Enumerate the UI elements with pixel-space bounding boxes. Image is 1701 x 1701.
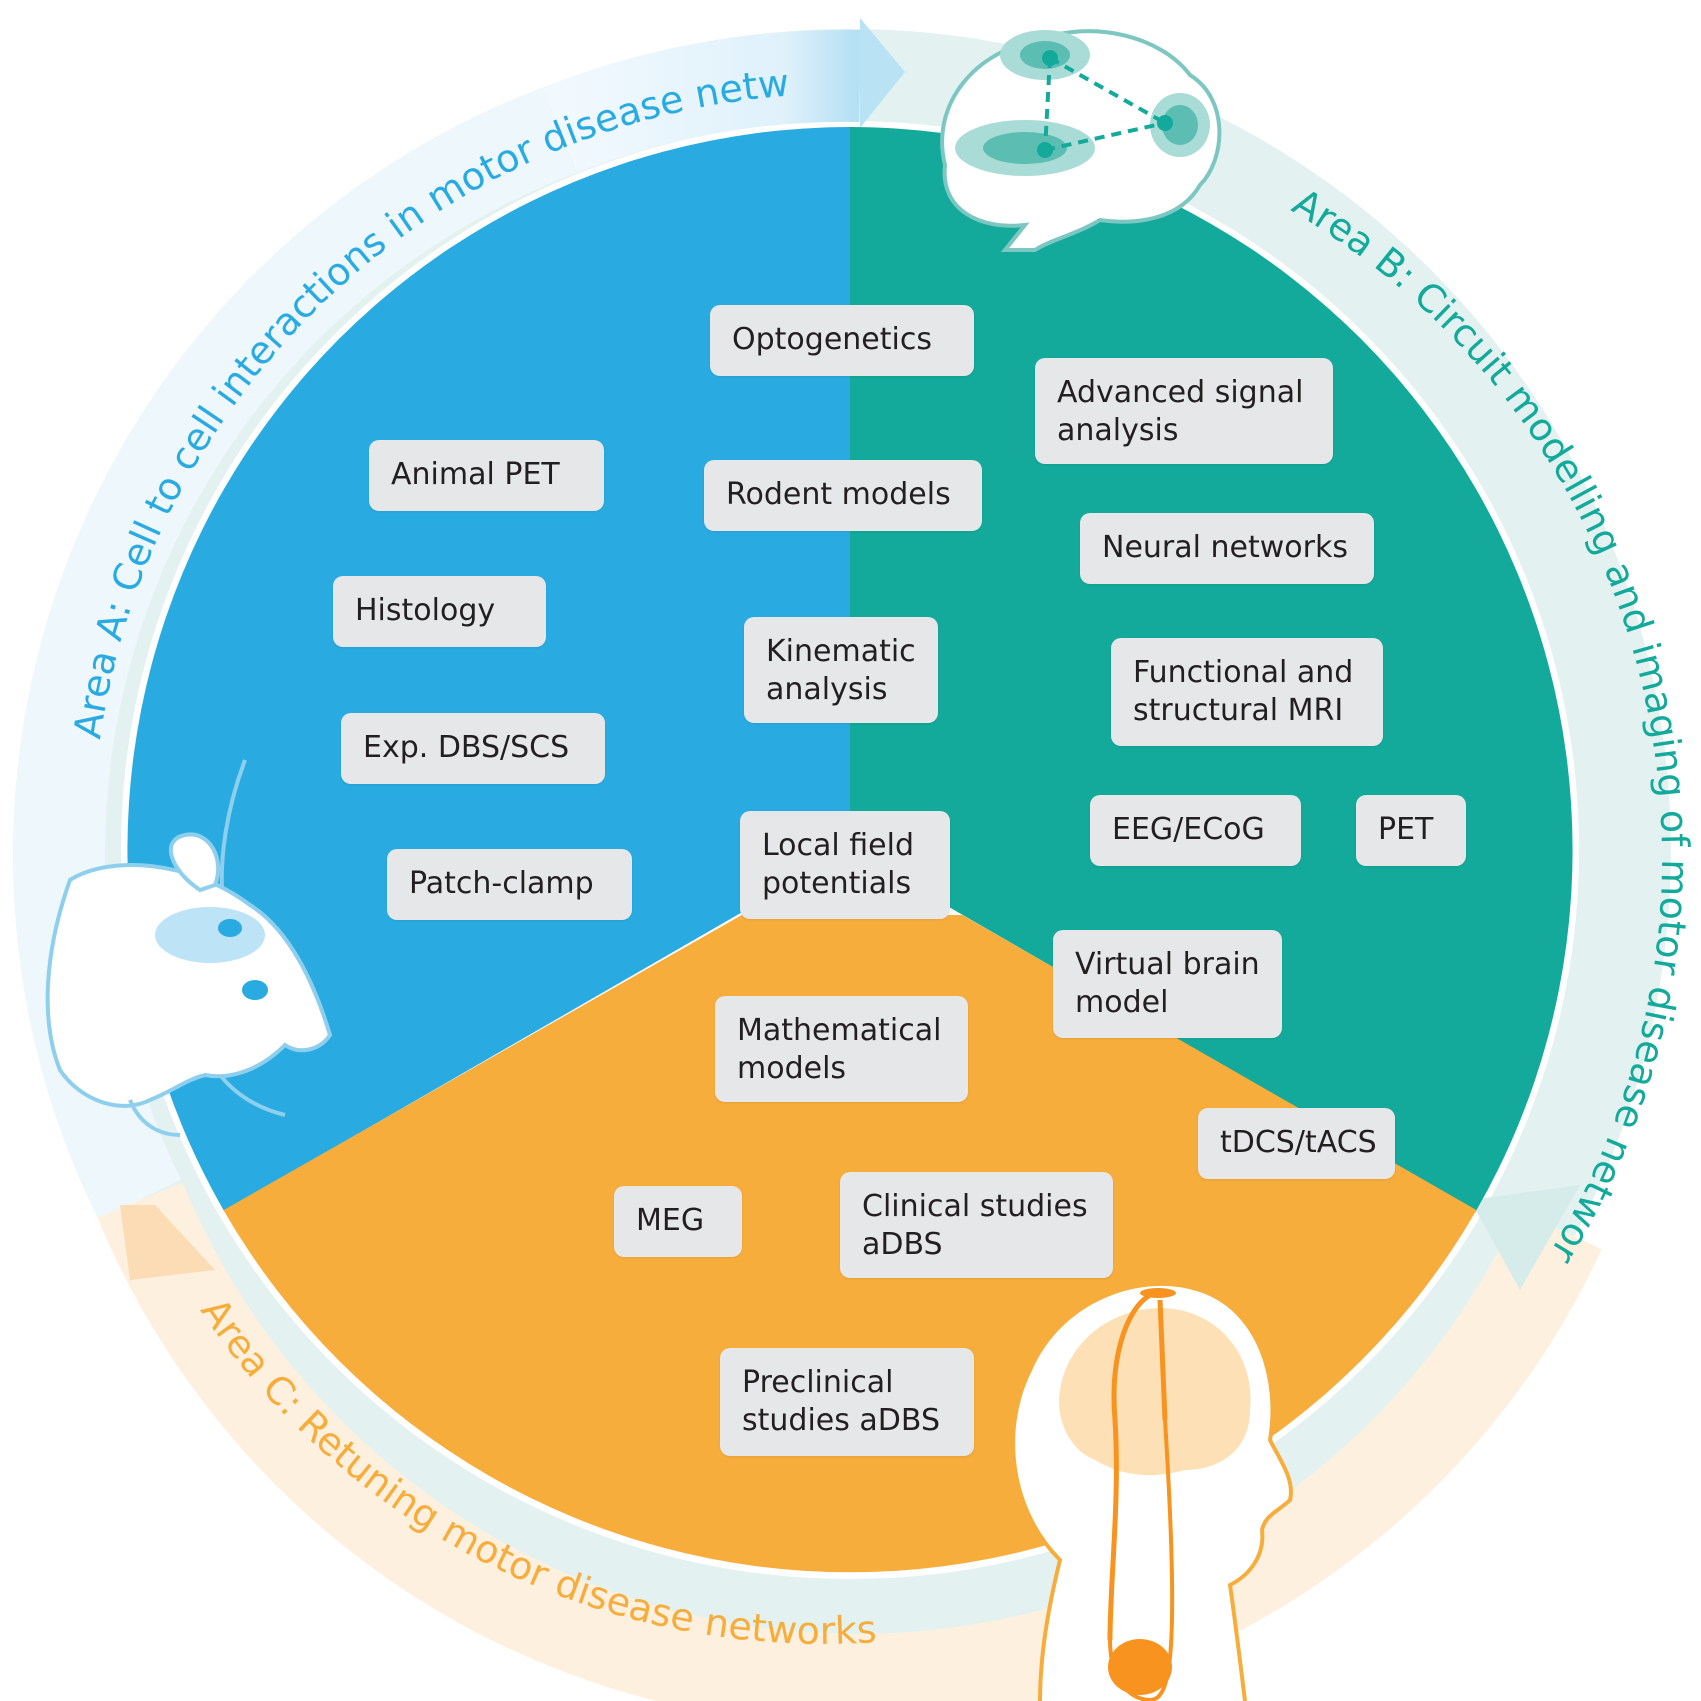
method-label-line: Patch-clamp	[409, 866, 594, 901]
ring-area-c	[97, 1182, 1602, 1701]
method-label-line: Optogenetics	[732, 322, 932, 357]
head-stimulator-icon	[1011, 1281, 1293, 1701]
method-label-line: Rodent models	[726, 477, 951, 512]
method-label-line: Advanced signal	[1057, 375, 1304, 410]
sector-area-a	[127, 127, 850, 1211]
method-label-line: potentials	[762, 866, 912, 901]
method-histology: Histology	[333, 576, 546, 647]
brain-network-icon	[940, 29, 1222, 252]
method-label-line: models	[737, 1051, 847, 1086]
ring-area-a-arrow	[543, 29, 861, 173]
method-label-line: Animal PET	[391, 457, 560, 492]
method-patch-clamp: Patch-clamp	[387, 849, 632, 920]
method-label-line: Virtual brain	[1075, 947, 1260, 982]
rat-icon	[45, 759, 333, 1137]
arrow-head-a	[860, 18, 905, 128]
method-exp-dbs-scs: Exp. DBS/SCS	[341, 713, 605, 784]
method-label-line: Functional and	[1133, 655, 1354, 690]
method-label-line: Mathematical	[737, 1013, 942, 1048]
method-label-line: Histology	[355, 593, 496, 628]
method-label-line: studies aDBS	[742, 1403, 940, 1438]
method-animal-pet: Animal PET	[369, 440, 604, 511]
method-label-line: structural MRI	[1133, 693, 1344, 728]
method-meg: MEG	[614, 1186, 742, 1257]
method-label-line: Local field	[762, 828, 915, 863]
method-label-line: model	[1075, 985, 1169, 1020]
method-label-line: Clinical studies	[862, 1189, 1088, 1224]
arrow-head-c	[120, 1205, 215, 1280]
method-label-line: analysis	[766, 672, 888, 707]
method-label-line: EEG/ECoG	[1112, 812, 1265, 847]
method-label-line: Preclinical	[742, 1365, 894, 1400]
method-label-line: aDBS	[862, 1227, 943, 1262]
method-optogenetics: Optogenetics	[710, 305, 974, 376]
outer-ring	[13, 18, 1671, 1701]
method-rodent-models: Rodent models	[704, 460, 982, 531]
method-neural-networks: Neural networks	[1080, 513, 1374, 584]
method-label-line: MEG	[636, 1203, 705, 1238]
arrow-head-b	[1470, 1185, 1580, 1290]
method-label-line: PET	[1378, 812, 1434, 847]
method-label-line: Neural networks	[1102, 530, 1348, 565]
method-label-line: analysis	[1057, 413, 1179, 448]
method-pet: PET	[1356, 795, 1466, 866]
method-label-line: Kinematic	[766, 634, 916, 669]
method-label-line: Exp. DBS/SCS	[363, 730, 570, 765]
method-eeg-ecog: EEG/ECoG	[1090, 795, 1301, 866]
method-label-line: tDCS/tACS	[1220, 1125, 1377, 1160]
method-tdcs-tacs: tDCS/tACS	[1198, 1108, 1395, 1179]
